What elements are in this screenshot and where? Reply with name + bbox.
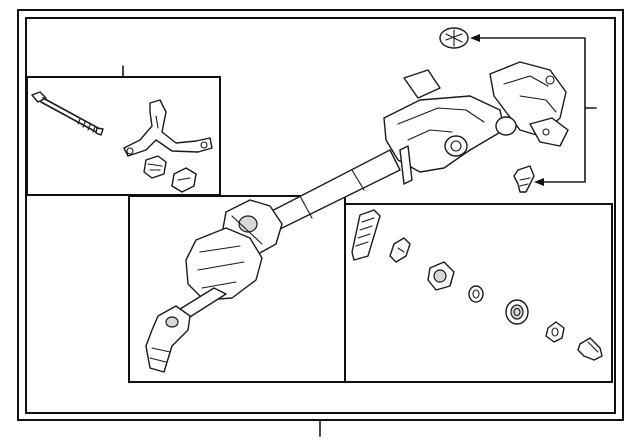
clip-part [143,155,167,179]
bolt-part [31,91,104,136]
bearing-part [505,299,529,325]
column-components-box [344,203,613,383]
clip-nut-part [171,167,197,193]
screw-callout [513,107,586,193]
inner-frame [25,17,616,414]
bracket-part [123,99,213,157]
shim-part [351,209,381,261]
screw-leader-line [543,107,586,183]
screw-arrowhead [534,178,544,186]
coupler-boot [185,227,263,301]
medallion-callout [439,27,586,109]
column-components-group [344,203,613,383]
medallion-arrowhead [470,34,480,42]
cap-part [577,337,603,361]
mount-hardware-box [26,76,221,196]
bushing-part [427,261,455,291]
medallion-leader-line [479,37,586,109]
seal-part [545,321,565,343]
steering-column-assembly [145,61,569,373]
lower-joint [145,305,191,373]
mount-hardware-group [26,65,221,196]
retainer-part [389,237,411,263]
washer-part [468,285,484,303]
